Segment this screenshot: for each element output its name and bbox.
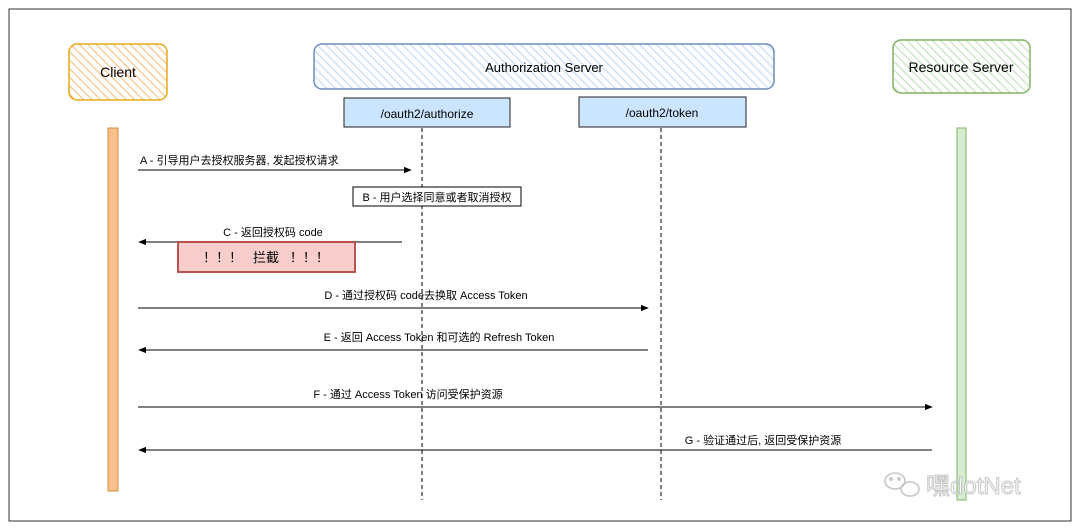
message-d-label: D - 通过授权码 code去换取 Access Token bbox=[324, 288, 527, 302]
token-endpoint: /oauth2/token bbox=[578, 96, 747, 128]
authorize-endpoint-label: /oauth2/authorize bbox=[381, 107, 474, 121]
message-g: G - 验证通过后, 返回受保护资源 bbox=[138, 433, 932, 454]
intercept-label: ！！！ 拦截 ！！！ bbox=[203, 250, 329, 265]
token-endpoint-label: /oauth2/token bbox=[626, 106, 699, 120]
resource-server-label: Resource Server bbox=[908, 59, 1013, 75]
message-e: E - 返回 Access Token 和可选的 Refresh Token bbox=[138, 330, 648, 354]
auth-server-participant: Authorization Server bbox=[313, 43, 775, 90]
message-g-label: G - 验证通过后, 返回受保护资源 bbox=[685, 433, 841, 447]
auth-server-label: Authorization Server bbox=[485, 60, 603, 75]
resource-lifeline bbox=[956, 127, 967, 501]
message-b: B - 用户选择同意或者取消授权 bbox=[352, 186, 522, 207]
message-f-label: F - 通过 Access Token 访问受保护资源 bbox=[313, 387, 502, 401]
client-lifeline bbox=[107, 127, 119, 492]
message-c-label: C - 返回授权码 code bbox=[223, 225, 323, 239]
message-a: A - 引导用户去授权服务器, 发起授权请求 bbox=[138, 153, 412, 174]
authorize-endpoint-box bbox=[343, 97, 511, 128]
watermark: 嘿dotNet bbox=[884, 472, 1022, 501]
client-label: Client bbox=[100, 64, 136, 80]
resource-server-box bbox=[892, 39, 1031, 94]
client-box bbox=[68, 43, 168, 101]
authorize-endpoint: /oauth2/authorize bbox=[343, 97, 511, 128]
message-a-label: A - 引导用户去授权服务器, 发起授权请求 bbox=[140, 153, 339, 167]
message-f: F - 通过 Access Token 访问受保护资源 bbox=[138, 387, 933, 411]
message-b-box bbox=[352, 186, 522, 207]
message-d: D - 通过授权码 code去换取 Access Token bbox=[138, 288, 649, 312]
client-participant: Client bbox=[68, 43, 168, 101]
token-endpoint-box bbox=[578, 96, 747, 128]
message-e-label: E - 返回 Access Token 和可选的 Refresh Token bbox=[324, 330, 555, 344]
intercept-box bbox=[177, 241, 356, 273]
auth-server-box bbox=[313, 43, 775, 90]
wechat-icon bbox=[884, 472, 920, 497]
resource-server-participant: Resource Server bbox=[892, 39, 1031, 94]
watermark-text: 嘿dotNet bbox=[926, 473, 1021, 500]
message-b-label: B - 用户选择同意或者取消授权 bbox=[362, 190, 511, 204]
intercept-warning: ！！！ 拦截 ！！！ bbox=[177, 241, 356, 273]
